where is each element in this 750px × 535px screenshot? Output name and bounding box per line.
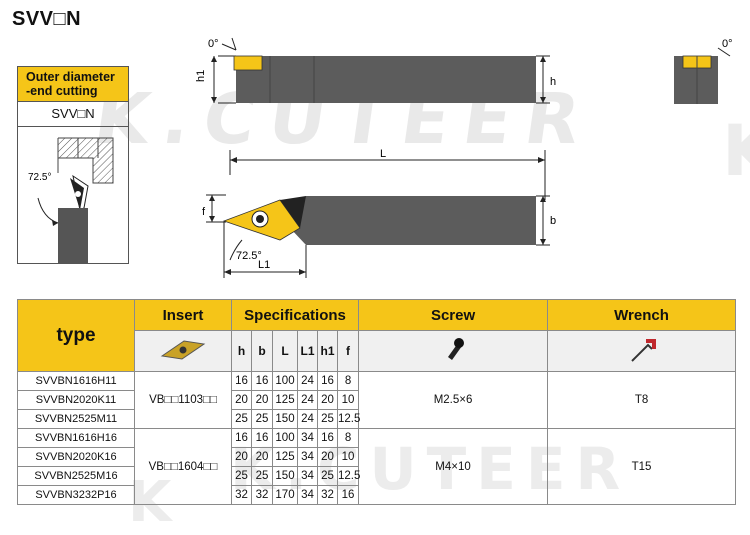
spec-cell: 25 bbox=[317, 409, 338, 429]
spec-cell: 150 bbox=[272, 466, 298, 486]
spec-cell: 34 bbox=[297, 466, 318, 486]
spec-cell: 16 bbox=[231, 428, 252, 448]
wrench-icon bbox=[630, 338, 656, 362]
spec-cell: 24 bbox=[297, 409, 318, 429]
spec-cell: 34 bbox=[297, 485, 318, 505]
spec-cell: 16 bbox=[317, 428, 338, 448]
spec-cell: 34 bbox=[297, 428, 318, 448]
insert-cell: VB□□1103□□ bbox=[134, 371, 232, 429]
table-row: SVVBN3232P16 32 32 170 34 32 16 bbox=[17, 485, 736, 505]
type-header: type bbox=[17, 299, 135, 372]
spec-cell: 150 bbox=[272, 409, 298, 429]
L1-label: L1 bbox=[258, 259, 270, 271]
spec-cell: 100 bbox=[272, 428, 298, 448]
page-title: SVV□N bbox=[12, 8, 82, 30]
spec-cell: 20 bbox=[251, 390, 273, 410]
spec-cell: 10 bbox=[336, 390, 360, 410]
spec-col-h: h bbox=[231, 330, 252, 372]
table-row: SVVBN1616H16 VB□□1604□□ 16 16 100 34 16 … bbox=[17, 428, 737, 505]
inset-heading-line1: Outer diameter bbox=[26, 70, 115, 84]
spec-cell: 25 bbox=[251, 466, 273, 486]
spec-cell: 16 bbox=[317, 371, 338, 391]
insert-cell: VB□□1604□□ bbox=[134, 428, 232, 505]
spec-cell: 16 bbox=[251, 428, 273, 448]
type-cell: SVVBN3232P16 bbox=[17, 485, 135, 505]
bottom-angle-label: 72.5° bbox=[236, 250, 262, 262]
spec-cell: 10 bbox=[336, 447, 360, 467]
spec-cell: 16 bbox=[251, 371, 273, 391]
spec-col-h1: h1 bbox=[317, 330, 338, 372]
spec-cell: 32 bbox=[251, 485, 273, 505]
spec-cell: 32 bbox=[317, 485, 338, 505]
spec-cell: 20 bbox=[251, 447, 273, 467]
inset-code: SVV□N bbox=[18, 102, 128, 127]
spec-cell: 32 bbox=[231, 485, 252, 505]
table-row: SVVBN2020K11 20 20 125 24 20 10 bbox=[17, 390, 736, 410]
wrench-cell: T15 bbox=[547, 428, 737, 505]
side-angle-label: 0° bbox=[722, 38, 733, 50]
b-label: b bbox=[550, 215, 556, 227]
spec-table: type Insert Specifications Screw Wrench … bbox=[17, 299, 737, 505]
spec-cell: 20 bbox=[231, 390, 252, 410]
application-inset: Outer diameter -end cutting SVV□N 72.5° bbox=[17, 66, 129, 264]
spec-cell: 24 bbox=[297, 371, 318, 391]
spec-cell: 25 bbox=[231, 466, 252, 486]
spec-cell: 16 bbox=[336, 485, 360, 505]
f-label: f bbox=[202, 206, 206, 218]
spec-cell: 12.5 bbox=[336, 466, 360, 486]
spec-cell: 24 bbox=[297, 390, 318, 410]
type-cell: SVVBN1616H16 bbox=[17, 428, 135, 448]
insert-icon bbox=[160, 339, 206, 360]
top-angle-label: 0° bbox=[208, 38, 219, 50]
inset-heading: Outer diameter -end cutting bbox=[18, 67, 128, 102]
screw-icon bbox=[448, 337, 465, 360]
inset-angle-label: 72.5° bbox=[28, 172, 51, 183]
insert-image bbox=[134, 330, 232, 372]
end-cutting-diagram: 72.5° bbox=[28, 137, 114, 263]
wrench-header: Wrench bbox=[547, 299, 737, 331]
h-label: h bbox=[550, 76, 556, 88]
screw-cell: M2.5×6 bbox=[358, 371, 549, 429]
type-cell: SVVBN2525M16 bbox=[17, 466, 135, 486]
spec-cell: 125 bbox=[272, 447, 298, 467]
screw-header: Screw bbox=[358, 299, 549, 331]
type-cell: SVVBN2020K11 bbox=[17, 390, 135, 410]
table-row: SVVBN2525M16 25 25 150 34 25 12.5 bbox=[17, 466, 736, 486]
specifications-header: Specifications bbox=[230, 299, 360, 331]
spec-cell: 25 bbox=[231, 409, 252, 429]
spec-cell: 8 bbox=[336, 428, 360, 448]
spec-col-L: L bbox=[272, 330, 298, 372]
type-cell: SVVBN2020K16 bbox=[17, 447, 135, 467]
spec-cell: 20 bbox=[317, 447, 338, 467]
type-cell: SVVBN2525M11 bbox=[17, 409, 135, 429]
spec-cell: 16 bbox=[231, 371, 252, 391]
spec-cell: 100 bbox=[272, 371, 298, 391]
spec-cell: 12.5 bbox=[336, 409, 360, 429]
spec-cell: 20 bbox=[231, 447, 252, 467]
wrench-cell: T8 bbox=[547, 371, 737, 429]
spec-cell: 34 bbox=[297, 447, 318, 467]
spec-col-f: f bbox=[336, 330, 360, 372]
h1-label: h1 bbox=[195, 70, 207, 82]
inset-heading-line2: -end cutting bbox=[26, 84, 98, 98]
spec-cell: 20 bbox=[317, 390, 338, 410]
spec-cell: 170 bbox=[272, 485, 298, 505]
screw-cell: M4×10 bbox=[358, 428, 549, 505]
table-row: SVVBN2525M11 25 25 150 24 25 12.5 bbox=[17, 409, 736, 429]
type-cell: SVVBN1616H11 bbox=[17, 371, 135, 391]
tool-drawing: 0° h1 h L f b 72.5° L1 0° bbox=[195, 37, 733, 278]
spec-cell: 125 bbox=[272, 390, 298, 410]
spec-cell: 25 bbox=[251, 409, 273, 429]
spec-cell: 25 bbox=[317, 466, 338, 486]
spec-cell: 8 bbox=[336, 371, 360, 391]
spec-col-L1: L1 bbox=[297, 330, 318, 372]
table-row: SVVBN1616H11 VB□□1103□□ 16 16 100 24 16 … bbox=[17, 371, 737, 429]
insert-header: Insert bbox=[134, 299, 232, 331]
wrench-image bbox=[547, 330, 737, 372]
L-label: L bbox=[380, 148, 386, 160]
spec-col-b: b bbox=[251, 330, 273, 372]
screw-image bbox=[358, 330, 549, 372]
